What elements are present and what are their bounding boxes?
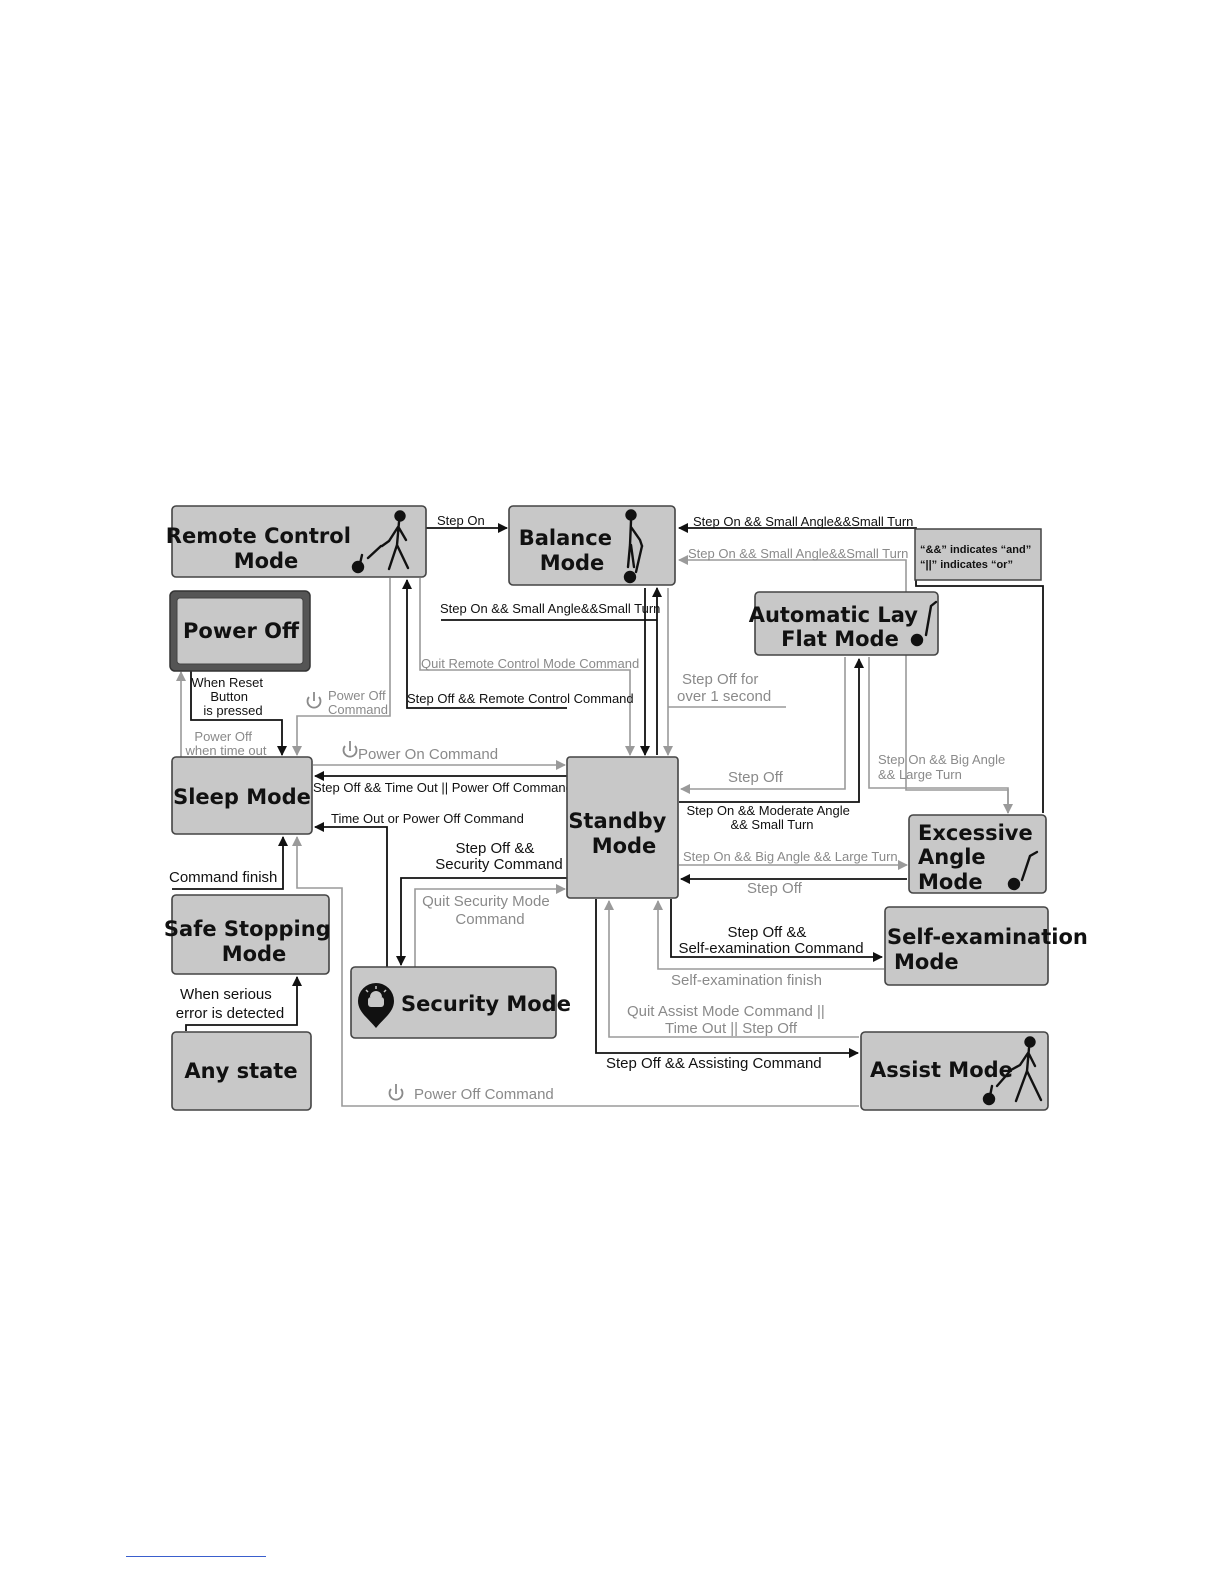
label-reset-button: When Reset Button is pressed xyxy=(191,675,266,718)
node-security-mode: Security Mode xyxy=(350,966,571,1039)
label-timeout-or-power-off: Time Out or Power Off Command xyxy=(331,811,524,826)
label-power-off-command-bottom: Power Off Command xyxy=(414,1086,554,1103)
svg-text:Safe Stopping Mode: Safe Stopping Mode xyxy=(164,917,338,966)
label-excessive-step-off: Step Off xyxy=(747,880,803,897)
edge-reset-button xyxy=(190,671,287,756)
edge-serious-error xyxy=(185,976,302,1031)
edge-step-off-security xyxy=(396,877,567,966)
edge-security-to-sleep xyxy=(314,822,388,967)
label-step-off-security: Step Off && Security Command xyxy=(435,840,563,873)
scooter-icon xyxy=(1007,850,1039,891)
node-self-examination-mode: Self-examination Mode xyxy=(884,906,1095,986)
node-any-state: Any state xyxy=(171,1031,312,1111)
label-quit-assist: Quit Assist Mode Command || Time Out || … xyxy=(627,1003,829,1037)
edge-quit-security xyxy=(414,884,566,967)
walking-with-robot-icon xyxy=(982,1036,1043,1106)
power-icon xyxy=(306,692,322,709)
label-balance-from-excessive: Step On && Small Angle&&Small Turn xyxy=(693,514,913,529)
edge-excessive-to-balance xyxy=(678,523,1044,813)
edge-command-finish xyxy=(172,836,288,890)
label-step-off-remote: Step Off && Remote Control Command xyxy=(407,691,634,706)
power-icon xyxy=(388,1084,404,1101)
edge-lay-flat-step-off xyxy=(680,657,846,794)
note-text: “&&” indicates “and” “||” indicates “or” xyxy=(920,544,1034,571)
svg-text:Standby Mode: Standby Mode xyxy=(568,809,673,858)
edge-step-off-over-1s xyxy=(663,588,786,756)
alarm-siren-icon xyxy=(358,983,394,1028)
edge-remote-power-off xyxy=(292,578,391,756)
svg-text:Security Mode: Security Mode xyxy=(401,992,571,1016)
svg-text:Remote Control Mode: Remote Control Mode xyxy=(166,524,358,573)
edge-step-off-self-exam xyxy=(670,899,883,962)
node-sleep-mode: Sleep Mode xyxy=(171,756,313,835)
edge-step-off-remote xyxy=(402,579,567,709)
svg-text:Sleep Mode: Sleep Mode xyxy=(173,785,311,809)
label-quit-remote: Quit Remote Control Mode Command xyxy=(421,656,639,671)
walking-with-robot-icon xyxy=(351,510,410,574)
person-on-scooter-icon xyxy=(623,509,644,584)
label-quit-security: Quit Security Mode Command xyxy=(422,893,554,928)
scooter-icon xyxy=(910,600,938,647)
label-lay-flat-step-off: Step Off xyxy=(728,769,784,786)
node-safe-stopping-mode: Safe Stopping Mode xyxy=(164,894,338,975)
edge-step-off-assisting xyxy=(595,899,859,1058)
svg-text:Any state: Any state xyxy=(184,1059,297,1083)
node-excessive-angle-mode: Excessive Angle Mode xyxy=(908,814,1047,894)
label-step-off-timeout: Step Off && Time Out || Power Off Comman… xyxy=(313,780,573,795)
edge-assist-power-off xyxy=(292,836,859,1107)
svg-text:Excessive Angle Mo: Excessive Angle Mode xyxy=(918,821,1040,894)
label-power-off-command-small: Power Off Command xyxy=(328,688,389,717)
edge-big-angle-to-excessive xyxy=(868,657,1013,814)
legend-note: “&&” indicates “and” “||” indicates “or” xyxy=(914,528,1042,581)
svg-text:Assist Mode: Assist Mode xyxy=(870,1058,1013,1082)
label-big-angle-to-excessive: Step On && Big Angle && Large Turn xyxy=(878,752,1009,782)
label-step-on: Step On xyxy=(437,513,485,528)
edge-moderate-angle xyxy=(679,658,864,803)
label-step-off-assisting: Step Off && Assisting Command xyxy=(606,1055,822,1072)
node-assist-mode: Assist Mode xyxy=(860,1031,1049,1111)
node-automatic-lay-flat-mode: Automatic Lay Flat Mode xyxy=(749,591,939,656)
edge-quit-assist xyxy=(604,900,859,1038)
footnote-rule xyxy=(126,1556,266,1557)
label-serious-error: When serious error is detected xyxy=(176,986,284,1022)
edge-labels: Step On Step On && Small Angle&&Small Tu… xyxy=(169,513,1009,1103)
label-power-off-timeout: Power Off when time out xyxy=(185,729,267,758)
node-remote-control-mode: Remote Control Mode xyxy=(166,505,427,578)
node-standby-mode: Standby Mode xyxy=(566,756,679,899)
edge-quit-remote xyxy=(419,578,635,756)
label-step-off-over-1s: Step Off for over 1 second xyxy=(677,671,771,705)
edge-self-exam-finish xyxy=(653,900,884,970)
label-big-angle-gray: Step On && Big Angle && Large Turn xyxy=(683,849,898,864)
label-step-off-self-exam: Step Off && Self-examination Command xyxy=(678,924,863,957)
svg-text:Power Off: Power Off xyxy=(183,619,300,643)
svg-text:Self-examination Mode: Self-examination Mode xyxy=(887,925,1095,974)
label-balance-from-standby: Step On && Small Angle&&Small Turn xyxy=(440,601,660,616)
power-icon xyxy=(342,741,358,758)
svg-text:Balance Mode: Balance Mode xyxy=(519,526,620,575)
label-moderate-angle: Step On && Moderate Angle && Small Turn xyxy=(687,803,854,832)
label-power-on: Power On Command xyxy=(358,746,498,763)
svg-text:Automatic Lay Flat Mode: Automatic Lay Flat Mode xyxy=(749,603,926,651)
node-balance-mode: Balance Mode xyxy=(508,505,676,586)
label-self-exam-finish: Self-examination finish xyxy=(671,972,822,989)
label-command-finish: Command finish xyxy=(169,869,277,886)
node-power-off: Power Off xyxy=(169,590,311,672)
label-balance-from-excessive-gray: Step On && Small Angle&&Small Turn xyxy=(688,546,908,561)
